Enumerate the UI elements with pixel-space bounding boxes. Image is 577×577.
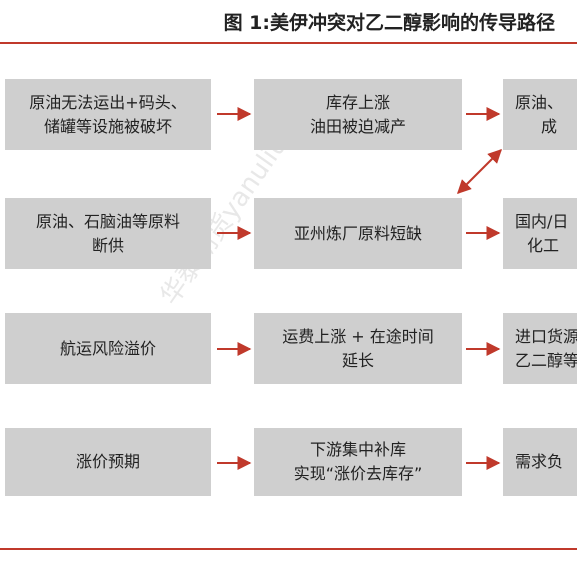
- row1-cause-line2: 储罐等设施被破坏: [43, 116, 172, 136]
- row2-cause-box: 原油、石脑油等原料断供: [5, 198, 211, 269]
- figure-title: 图 1:美伊冲突对乙二醇影响的传导路径: [223, 12, 555, 34]
- row1-effect-line2: 油田被迫减产: [309, 116, 406, 136]
- row3-result-line2: 乙二醇等: [515, 350, 577, 370]
- row4-result-line1: 需求负: [515, 452, 564, 471]
- top-divider: [0, 42, 577, 44]
- row3-result-line1: 进口货源: [515, 326, 577, 346]
- row2-result-box: 国内/日化工: [503, 198, 577, 269]
- row2-effect-line1: 亚州炼厂原料短缺: [293, 223, 422, 243]
- row2-result-line1: 国内/日: [515, 211, 569, 231]
- row2-effect-box: 亚州炼厂原料短缺: [254, 198, 462, 269]
- row2-cause-line2: 断供: [91, 235, 124, 255]
- row3-result-box: 进口货源乙二醇等: [503, 313, 577, 384]
- row4-cause-line1: 涨价预期: [75, 452, 140, 471]
- row2-result-line2: 化工: [527, 235, 560, 255]
- row2-cause-line1: 原油、石脑油等原料: [35, 211, 180, 231]
- row4-result-box: 需求负: [503, 428, 577, 496]
- row1-result-box: 原油、成: [503, 79, 577, 150]
- row4-effect-box: 下游集中补库实现“涨价去库存”: [254, 428, 462, 496]
- row3-cause-box: 航运风险溢价: [5, 313, 211, 384]
- row3-effect-line2: 延长: [341, 350, 374, 370]
- row3-effect-box: 运费上涨 + 在途时间延长: [254, 313, 462, 384]
- row1-cause-box: 原油无法运出+码头、储罐等设施被破坏: [5, 79, 211, 150]
- row1-result-line1: 原油、: [515, 92, 564, 112]
- row4-effect-line2: 实现“涨价去库存”: [293, 464, 423, 483]
- bottom-divider: [0, 548, 577, 550]
- arrow-diagonal-bidirectional: [457, 149, 502, 194]
- row1-cause-line1: 原油无法运出+码头、: [29, 92, 187, 112]
- row1-effect-line1: 库存上涨: [325, 92, 390, 112]
- row1-result-line2: 成: [541, 116, 558, 136]
- row1-effect-box: 库存上涨油田被迫减产: [254, 79, 462, 150]
- row3-effect-line1: 运费上涨 + 在途时间: [282, 326, 434, 346]
- row4-effect-line1: 下游集中补库: [309, 440, 406, 459]
- row4-cause-box: 涨价预期: [5, 428, 211, 496]
- row3-cause-line1: 航运风险溢价: [59, 338, 156, 358]
